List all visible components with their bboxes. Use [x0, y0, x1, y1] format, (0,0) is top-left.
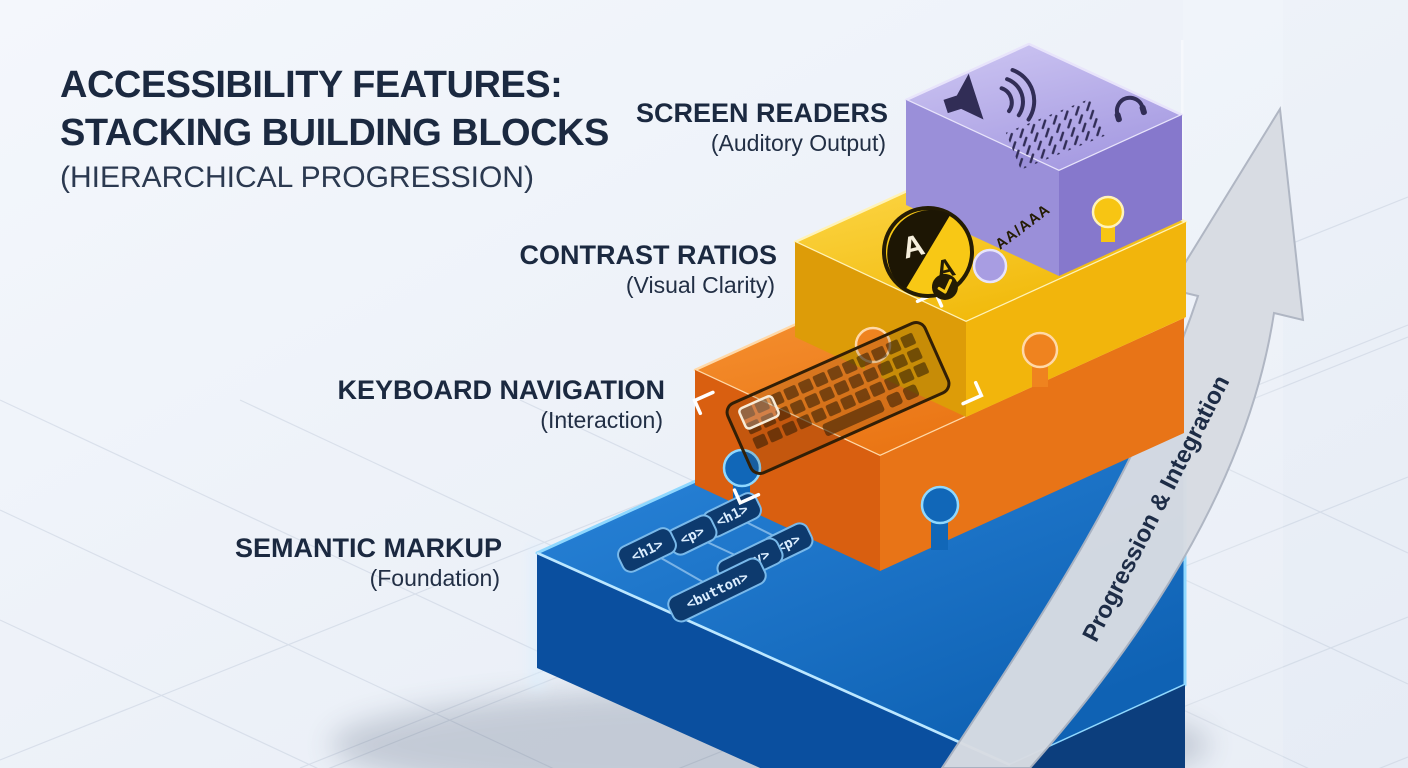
label-semantic-markup: SEMANTIC MARKUP: [235, 533, 502, 563]
page-subtitle: (HIERARCHICAL PROGRESSION): [60, 161, 534, 194]
arrow-shape: [940, 105, 1305, 768]
speaker-icon: [943, 73, 984, 120]
speech-lines-icon: [1005, 98, 1107, 170]
orange-knob-2: [1021, 331, 1059, 387]
purple-knob: [972, 248, 1008, 284]
html-tag-tree-icon: <h1> <p> <p> <h1> <nav> <button>: [617, 492, 814, 623]
orange-left-face: [695, 370, 880, 571]
sublabel-screen-readers: (Auditory Output): [711, 130, 886, 156]
headphones-icon: [1114, 95, 1147, 123]
sublabel-keyboard-navigation: (Interaction): [540, 407, 663, 433]
sublabel-semantic-markup: (Foundation): [370, 565, 500, 591]
label-screen-readers: SCREEN READERS: [636, 98, 888, 128]
purple-left-face: [906, 100, 1059, 276]
sound-waves-icon: [999, 68, 1037, 122]
focus-corner-brackets: [692, 290, 984, 506]
tag-p-left: <p>: [666, 514, 718, 556]
tag-h1-left: <h1>: [617, 527, 677, 573]
block-screen-readers: [904, 42, 1184, 276]
blue-right-face: [1010, 685, 1185, 768]
blue-front-edge-highlight: [536, 551, 1011, 767]
purple-right-face: [1059, 115, 1182, 276]
keyboard-icon: [692, 290, 984, 506]
block-labels: SCREEN READERS (Auditory Output) CONTRAS…: [235, 98, 888, 591]
label-contrast-ratios: CONTRAST RATIOS: [520, 240, 778, 270]
label-keyboard-navigation: KEYBOARD NAVIGATION: [337, 375, 665, 405]
headline: ACCESSIBILITY FEATURES: STACKING BUILDIN…: [60, 64, 609, 194]
blue-knob-2: [920, 485, 960, 550]
yellow-right-face: [966, 222, 1186, 417]
sublabel-contrast-ratios: (Visual Clarity): [626, 272, 775, 298]
page-title-line1: ACCESSIBILITY FEATURES:: [60, 64, 562, 106]
page-title-line2: STACKING BUILDING BLOCKS: [60, 112, 609, 154]
screen-reader-icons: [943, 68, 1147, 170]
check-icon: [937, 278, 953, 294]
yellow-knob: [1091, 195, 1125, 242]
